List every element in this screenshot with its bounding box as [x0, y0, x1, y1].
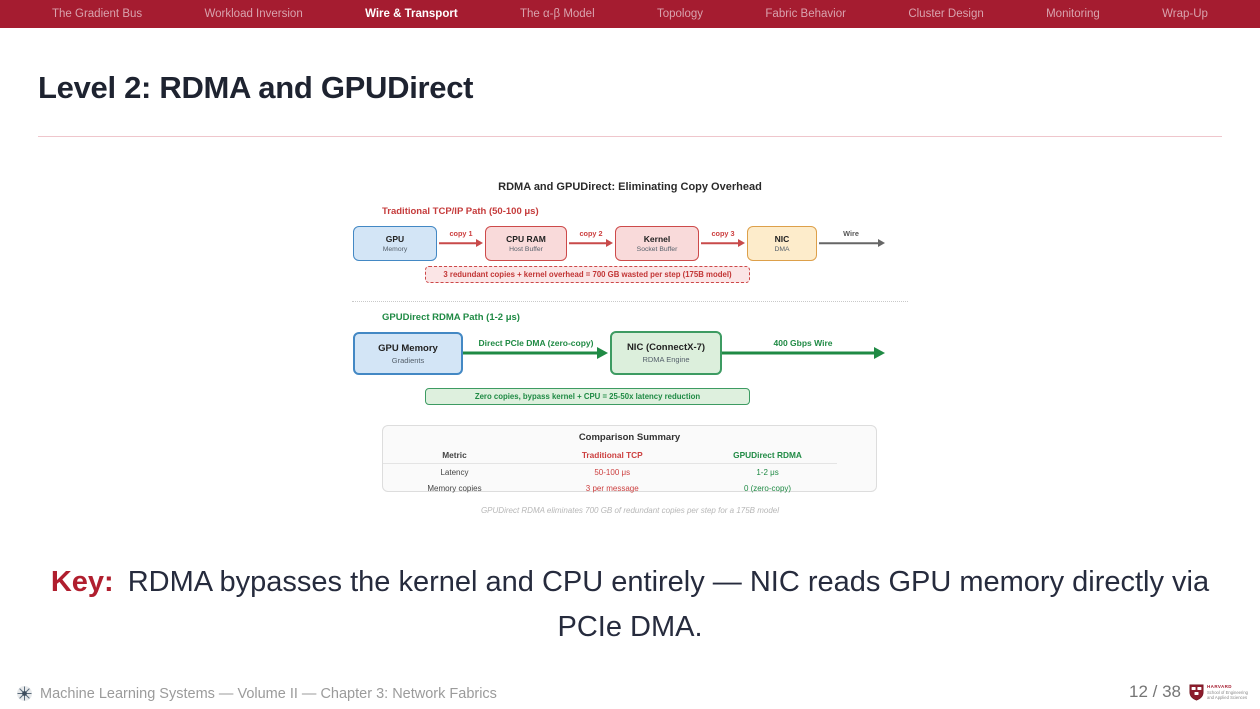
- rdma-node-nic-connectx7: NIC (ConnectX-7) RDMA Engine: [610, 331, 722, 375]
- table-header-gpudirect-rdma: GPUDirect RDMA: [698, 446, 837, 464]
- logo-line-3: and Applied Sciences: [1207, 694, 1248, 700]
- footer-course-title: Machine Learning Systems — Volume II — C…: [40, 685, 497, 702]
- logo-line-2: School of Engineering: [1207, 689, 1248, 695]
- book-emblem-icon: [16, 685, 33, 702]
- page-number: 12 / 38: [1129, 682, 1182, 701]
- rdma-node-nic-connectx7-title: NIC (ConnectX-7): [626, 342, 706, 353]
- tcp-node-kernel-subtitle: Socket Buffer: [636, 246, 678, 253]
- gbps-wire-arrow: [722, 347, 885, 359]
- key-takeaway-label: Key:: [50, 566, 114, 598]
- pcie-dma-arrow: [463, 347, 608, 359]
- nav-item-monitoring[interactable]: Monitoring: [1046, 8, 1100, 20]
- comparison-table-title: Comparison Summary: [578, 432, 681, 443]
- tcp-node-kernel: Kernel Socket Buffer: [615, 226, 699, 261]
- copy2-arrow: [569, 238, 613, 248]
- tcp-node-nic-title: NIC: [774, 234, 790, 244]
- nav-item-workload-inversion[interactable]: Workload Inversion: [204, 8, 303, 20]
- tcp-node-gpu-subtitle: Memory: [382, 246, 408, 253]
- nav-item-wrap-up[interactable]: Wrap-Up: [1162, 8, 1208, 20]
- table-cell-copies: Memory copies: [427, 483, 482, 493]
- comparison-table-grid: Metric Traditional TCP GPUDirect RDMA La…: [383, 446, 876, 496]
- diagram-caption: GPUDirect RDMA eliminates 700 GB of redu…: [480, 506, 780, 515]
- comparison-table: Comparison Summary Metric Traditional TC…: [382, 425, 877, 493]
- tcp-node-gpu-title: GPU: [385, 234, 405, 244]
- rdma-node-nic-connectx7-subtitle: RDMA Engine: [642, 355, 690, 364]
- gbps-wire-arrow-label: 400 Gbps Wire: [773, 338, 833, 348]
- table-cell-latency-rdma: 1-2 μs: [756, 467, 779, 477]
- tcp-node-kernel-title: Kernel: [643, 234, 671, 244]
- footer-left: Machine Learning Systems — Volume II — C…: [16, 685, 497, 702]
- tcp-node-gpu: GPU Memory: [353, 226, 437, 261]
- title-divider: [38, 136, 1222, 137]
- table-header-traditional-tcp: Traditional TCP: [525, 446, 699, 464]
- page-title: Level 2: RDMA and GPUDirect: [38, 70, 474, 105]
- wire-arrow: [819, 238, 885, 248]
- harvard-logo-text: HARVARD School of Engineering and Applie…: [1207, 684, 1248, 700]
- nav-item-fabric-behavior[interactable]: Fabric Behavior: [765, 8, 846, 20]
- harvard-shield-icon: [1189, 684, 1204, 701]
- nav-item-gradient-bus[interactable]: The Gradient Bus: [52, 8, 143, 20]
- copy1-arrow: [439, 238, 483, 248]
- table-header-metric: Metric: [383, 446, 526, 464]
- pcie-dma-arrow-label: Direct PCIe DMA (zero-copy): [478, 338, 594, 348]
- tcp-node-nic: NIC DMA: [747, 226, 817, 261]
- tcp-node-nic-subtitle: DMA: [774, 246, 790, 253]
- rdma-benefit-box: Zero copies, bypass kernel + CPU = 25-50…: [425, 388, 750, 405]
- rdma-path-label: GPUDirect RDMA Path (1-2 μs): [382, 312, 520, 323]
- rdma-node-gpu-memory-title: GPU Memory: [378, 342, 438, 354]
- tcp-path-label: Traditional TCP/IP Path (50-100 μs): [382, 206, 539, 217]
- tcp-node-cpu-ram-title: CPU RAM: [506, 234, 546, 244]
- tcp-warning-box: 3 redundant copies + kernel overhead = 7…: [425, 266, 750, 283]
- nav-item-wire-transport[interactable]: Wire & Transport: [365, 8, 458, 20]
- harvard-seas-logo: HARVARD School of Engineering and Applie…: [1189, 684, 1248, 701]
- key-takeaway: Key: RDMA bypasses the kernel and CPU ent…: [35, 560, 1225, 650]
- section-divider-dotted: [352, 301, 908, 302]
- nav-item-cluster-design[interactable]: Cluster Design: [908, 8, 984, 20]
- table-cell-copies-tcp: 3 per message: [585, 483, 639, 493]
- table-cell-latency: Latency: [440, 467, 469, 477]
- copy3-arrow-label: copy 3: [711, 229, 735, 238]
- nav-item-topology[interactable]: Topology: [657, 8, 704, 20]
- copy3-arrow: [701, 238, 745, 248]
- rdma-node-gpu-memory: GPU Memory Gradients: [353, 332, 463, 375]
- nav-item-alpha-beta-model[interactable]: The α-β Model: [520, 8, 595, 20]
- logo-line-1: HARVARD: [1207, 683, 1232, 689]
- key-takeaway-text: RDMA bypasses the kernel and CPU entirel…: [127, 566, 1210, 643]
- tcp-node-cpu-ram-subtitle: Host Buffer: [509, 246, 543, 253]
- copy2-arrow-label: copy 2: [579, 229, 603, 238]
- table-cell-latency-tcp: 50-100 μs: [594, 467, 631, 477]
- top-nav: The Gradient Bus Workload Inversion Wire…: [0, 0, 1260, 28]
- rdma-node-gpu-memory-subtitle: Gradients: [391, 355, 425, 365]
- wire-arrow-label: Wire: [843, 229, 859, 238]
- footer-right: 12 / 38 HARVARD School of Engineering an…: [1129, 682, 1248, 702]
- table-cell-copies-rdma: 0 (zero-copy): [743, 483, 792, 493]
- tcp-node-cpu-ram: CPU RAM Host Buffer: [485, 226, 567, 261]
- diagram-title: RDMA and GPUDirect: Eliminating Copy Ove…: [498, 181, 762, 193]
- copy1-arrow-label: copy 1: [449, 229, 473, 238]
